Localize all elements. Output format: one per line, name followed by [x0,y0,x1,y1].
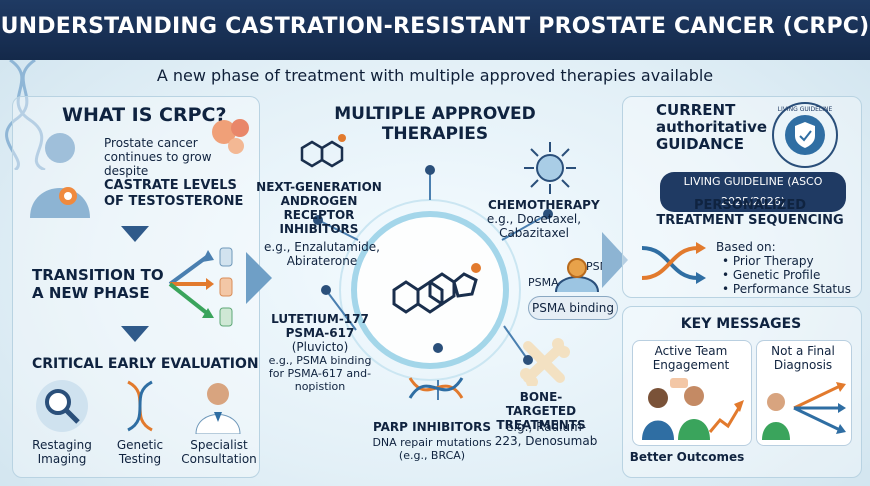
magnifier-icon [36,380,88,432]
flow-arrow-icon [246,252,272,304]
therapy-chemotherapy: CHEMOTHERAPY [488,198,600,212]
therapy-ar-inhibitors: NEXT-GENERATION ANDROGEN RECEPTOR INHIBI… [256,180,382,236]
psma-receptor-icon [555,258,599,293]
parp-dna-icon [408,377,464,399]
evaluation-title: CRITICAL EARLY EVALUATION [32,356,259,372]
flow-arrow-icon-2 [602,232,628,288]
sequencing-title: PERSONALIZED TREATMENT SEQUENCING [656,198,844,228]
guidance-title: CURRENT authoritative GUIDANCE [656,101,768,153]
living-guideline-seal-icon [772,102,838,168]
guideline-pill: LIVING GUIDELINE (ASCO 2025/2026) [660,172,846,212]
bone-icon [520,338,570,386]
header-bar [0,0,870,60]
therapy-parp-example: DNA repair mutations (e.g., BRCA) [372,436,492,462]
psma-label-left: PSMA [528,276,559,289]
psma-binding-badge: PSMA binding [528,296,618,320]
what-is-crpc-title: WHAT IS CRPC? [62,104,227,126]
based-on-label: Based on: [716,240,776,254]
castrate-levels-text: CASTRATE LEVELS OF TESTOSTERONE [104,178,244,209]
message-engagement-text: Active Team Engagement [652,344,730,372]
transition-title: TRANSITION TO A NEW PHASE [32,266,164,302]
therapy-bone-targeted: BONE-TARGETED TREATMENTS [496,390,586,432]
factor-prior-therapy: • Prior Therapy [722,254,814,268]
eval-label-genetic: Genetic Testing [116,438,164,466]
key-messages-title: KEY MESSAGES [680,316,802,332]
therapy-ar-example: e.g., Enzalutamide, Abiraterone [264,240,380,268]
factor-performance-status: • Performance Status [722,282,851,296]
dna-icon [127,380,153,432]
what-is-crpc-text: Prostate cancer continues to grow despit… [104,136,212,178]
therapies-title: MULTIPLE APPROVED THERAPIES [334,104,536,144]
message-not-final-text: Not a Final Diagnosis [771,344,835,372]
cancer-cells-icon [212,119,249,154]
eval-label-specialist: Specialist Consultation [181,438,257,466]
therapy-lutetium: LUTETIUM-177 PSMA-617 [271,312,369,340]
dna-decoration-icon [5,60,46,170]
chemo-cell-icon [524,142,576,194]
molecule-icon [300,134,346,168]
therapy-chemo-example: e.g., Docetaxel, Cabazitaxel [486,212,582,240]
sequencing-arrows-icon [641,242,706,284]
therapy-lutetium-example: e.g., PSMA binding for PSMA-617 and-nopi… [268,354,372,393]
steroid-molecule-icon [392,263,481,314]
transition-arrows-icon [168,250,214,318]
page-subtitle: A new phase of treatment with multiple a… [156,66,714,85]
page-title: UNDERSTANDING CASTRATION-RESISTANT PROST… [0,14,870,39]
therapy-parp: PARP INHIBITORS [372,420,492,434]
therapy-bone-example: e.g., Radium-223, Denosumab [494,420,598,448]
forward-paths-icon [762,382,846,440]
test-tubes-icon [219,247,233,327]
down-arrow-icon [121,226,149,242]
team-engagement-icon [642,378,744,440]
patient-icon [30,133,90,218]
seal-text: LIVING GUIDELINE [777,106,833,113]
down-arrow-icon-2 [121,326,149,342]
better-outcomes-text: Better Outcomes [629,450,745,464]
doctor-icon [195,383,241,434]
factor-genetic-profile: • Genetic Profile [722,268,821,282]
therapy-lutetium-sub: (Pluvicto) [291,340,349,354]
eval-label-imaging: Restaging Imaging [32,438,92,466]
